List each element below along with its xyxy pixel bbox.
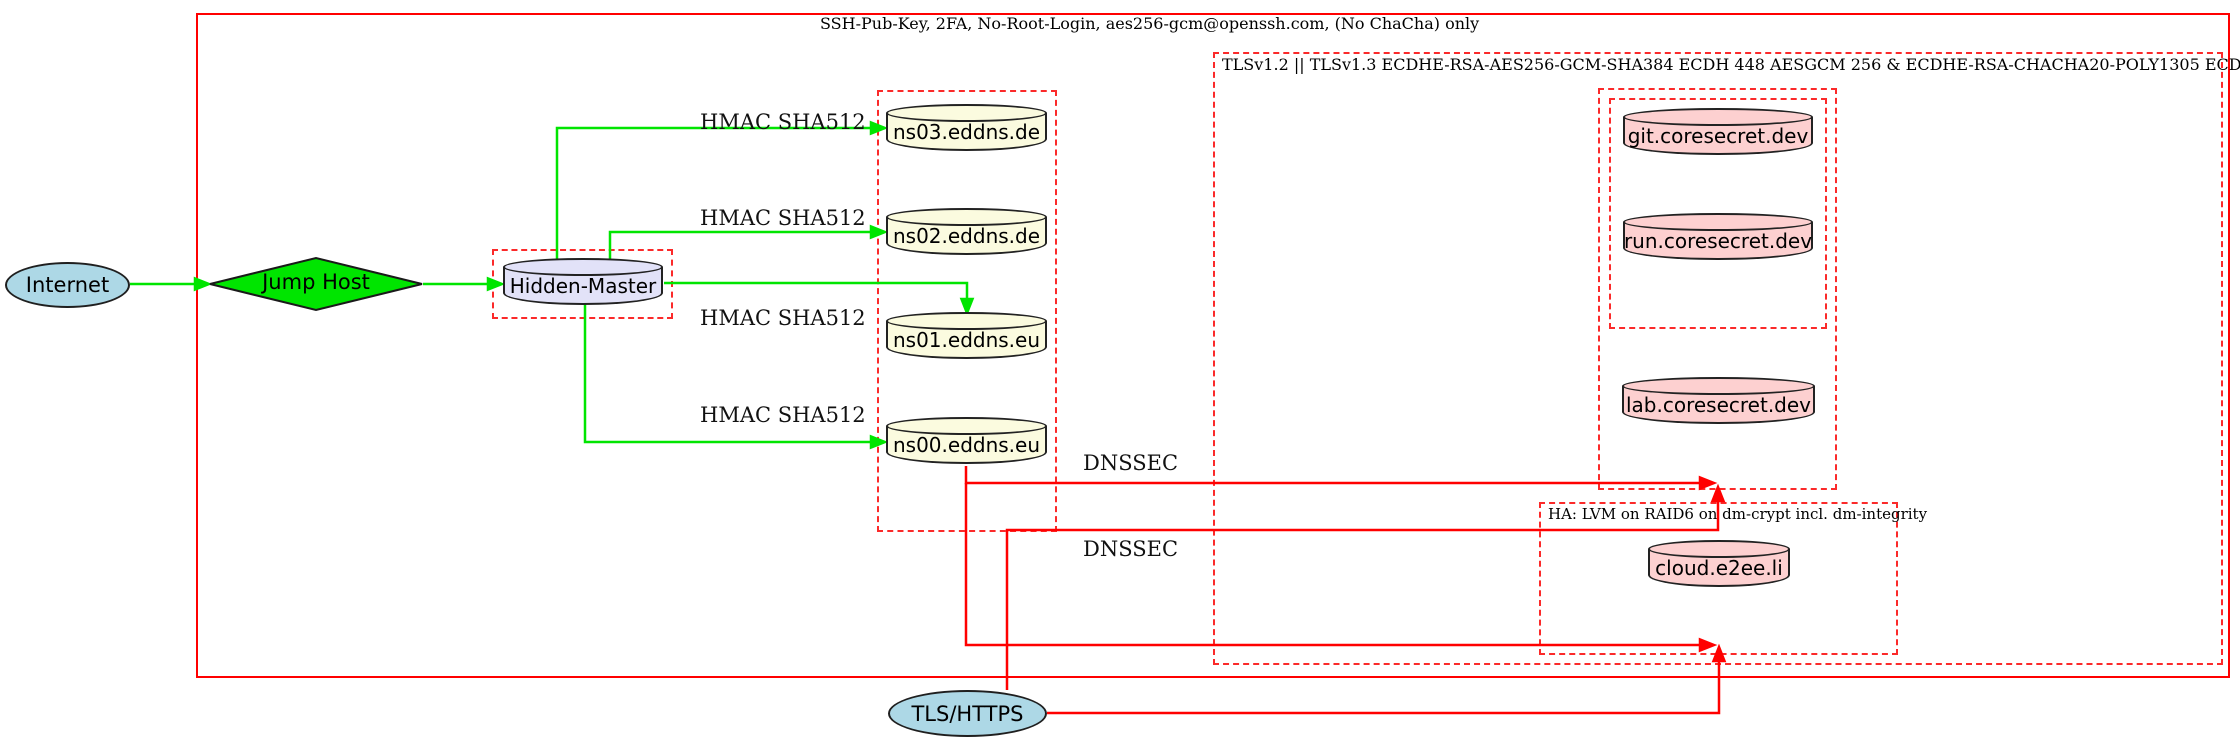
edge-jumphost-to-hiddenmaster [423,276,506,292]
edge-internet-to-jumphost [130,276,213,292]
edge-tlshttps-to-ha [1047,643,1727,715]
ssh-hardening-cluster-box [196,13,2230,678]
ha-cluster-label: HA: LVM on RAID6 on dm-crypt incl. dm-in… [1548,505,1928,523]
edge-hiddenmaster-to-ns00 [583,303,889,450]
jump-host-diamond [209,256,423,312]
edge-tlshttps-to-coresecret [1005,483,1726,690]
coresecret-inner-cluster-box [1609,98,1827,329]
ssh-cluster-label: SSH-Pub-Key, 2FA, No-Root-Login, aes256-… [820,14,1480,33]
tls-cluster-label: TLSv1.2 || TLSv1.3 ECDHE-RSA-AES256-GCM-… [1222,55,2240,74]
edge-hiddenmaster-to-ns02 [608,224,889,262]
red-edges [964,466,1727,715]
edge-dns-to-coresecret-dnssec [964,466,1718,491]
edge-hiddenmaster-to-ns01 [664,281,975,317]
green-edges [130,120,975,450]
edge-dns-to-ha-dnssec [964,483,1718,653]
edge-hiddenmaster-to-ns03 [555,120,889,262]
